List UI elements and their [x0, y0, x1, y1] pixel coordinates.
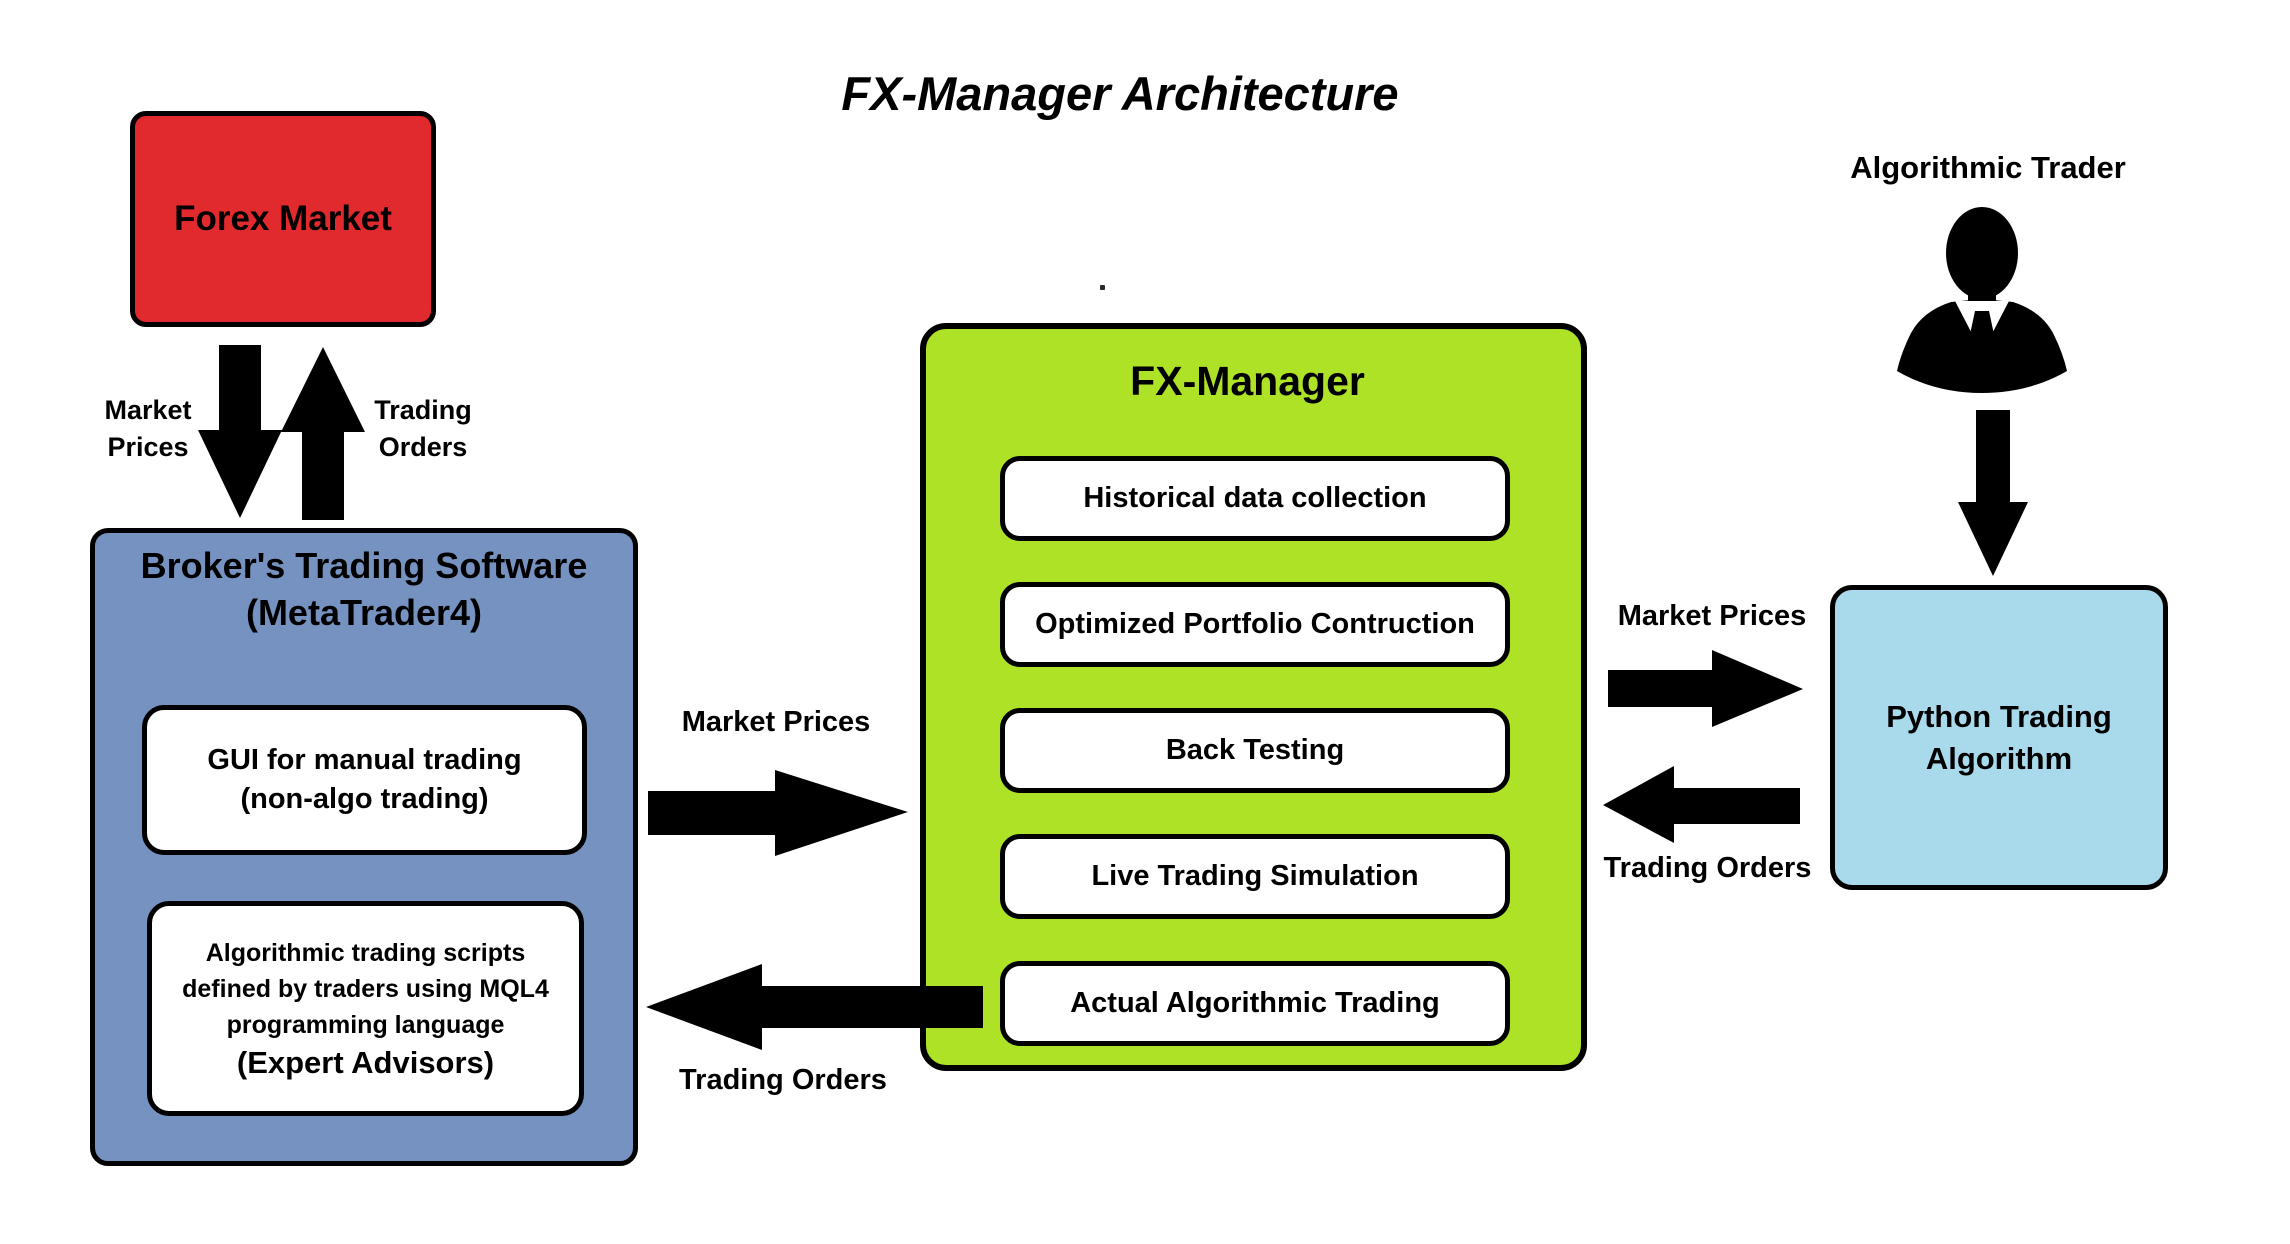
flow-label-line: Orders [378, 432, 468, 462]
scripts-line1: Algorithmic trading scripts [205, 938, 526, 967]
arrow-down-trader-icon [1958, 410, 2028, 576]
flow-label-line: Market [104, 395, 192, 425]
flow-label-trading-orders-right: Trading Orders [1603, 852, 1812, 884]
flow-label-trading-orders-left: Trading Orders [348, 392, 498, 466]
algorithmic-trader-label: Algorithmic Trader [1850, 150, 2126, 185]
algo-scripts-box: Algorithmic trading scripts defined by t… [147, 901, 584, 1116]
flow-label-market-prices-right: Market Prices [1617, 600, 1807, 632]
broker-title-line1: Broker's Trading Software [140, 545, 588, 586]
python-algorithm-label: Python Trading Algorithm [1886, 698, 2112, 776]
broker-title-line2: (MetaTrader4) [245, 592, 483, 633]
speck-artifact [1100, 285, 1105, 290]
forex-market-node: Forex Market [130, 111, 436, 327]
gui-manual-trading-box: GUI for manual trading (non-algo trading… [142, 705, 587, 855]
flow-label-line: Prices [107, 432, 189, 462]
module-optimized-portfolio-contruction: Optimized Portfolio Contruction [1000, 582, 1510, 667]
module-historical-data-collection: Historical data collection [1000, 456, 1510, 541]
scripts-line3: programming language [226, 1010, 505, 1039]
arrow-right-market-prices-mid-icon [648, 770, 908, 856]
fx-manager-title: FX-Manager [1130, 358, 1365, 404]
page-title: FX-Manager Architecture [841, 66, 1399, 120]
businessman-icon [1897, 207, 2067, 393]
gui-box-line1: GUI for manual trading [207, 744, 522, 776]
arrow-left-trading-orders-right-icon [1603, 766, 1800, 843]
scripts-line4: (Expert Advisors) [236, 1044, 495, 1080]
scripts-line2: defined by traders using MQL4 [182, 974, 549, 1003]
forex-market-label: Forex Market [174, 199, 392, 238]
gui-box-line2: (non-algo trading) [240, 783, 489, 815]
module-live-trading-simulation: Live Trading Simulation [1000, 834, 1510, 919]
flow-label-line: Trading [374, 395, 472, 425]
arrow-right-market-prices-right-icon [1608, 650, 1803, 727]
flow-label-market-prices-mid: Market Prices [681, 706, 871, 738]
module-actual-algorithmic-trading: Actual Algorithmic Trading [1000, 961, 1510, 1046]
flow-label-trading-orders-mid: Trading Orders [679, 1064, 887, 1096]
module-back-testing: Back Testing [1000, 708, 1510, 793]
flow-label-market-prices-left: Market Prices [58, 392, 238, 466]
fx-manager-node [920, 323, 1587, 1071]
broker-software-title: Broker's Trading Software (MetaTrader4) [96, 542, 632, 636]
python-trading-algorithm-node: Python Trading Algorithm [1830, 585, 2168, 890]
